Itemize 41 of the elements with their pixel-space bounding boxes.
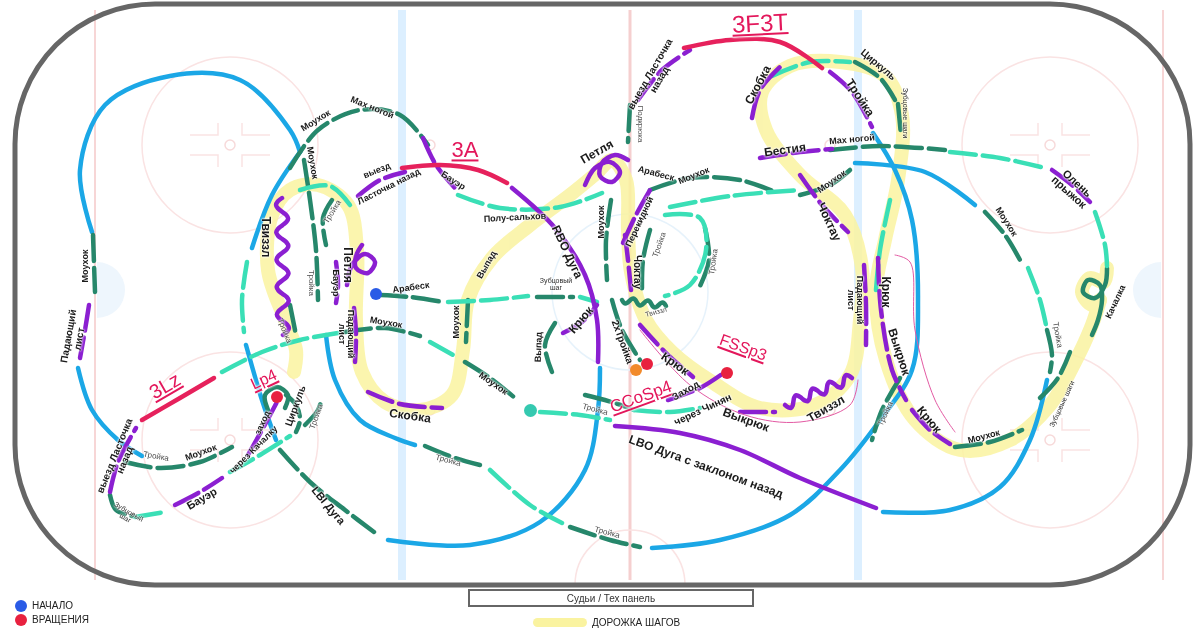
move-label: Бауэр	[330, 269, 340, 297]
turn-label: Тройка	[275, 317, 293, 345]
move-label: Петля	[341, 247, 355, 283]
move-label: Моухок	[452, 305, 462, 339]
move-label: Падающий лист	[336, 308, 356, 360]
move-label: Мах ногой	[349, 95, 395, 121]
move-label: Чоктау	[631, 254, 643, 290]
element-code-label: 3F3T	[731, 8, 789, 38]
legend-label: НАЧАЛО	[32, 599, 73, 612]
move-label: Полу-сальхов	[483, 211, 547, 225]
move-label: Бестия	[763, 140, 807, 160]
turn-label: Тройка	[142, 450, 170, 464]
legend-label: ВРАЩЕНИЯ	[32, 613, 90, 626]
turn-label: Тройка	[434, 453, 462, 469]
move-label: Моухок	[597, 205, 607, 239]
move-label: Твиззл	[259, 216, 273, 258]
element-code-label: 3Lz	[145, 368, 185, 404]
turn-label: Тройка	[708, 248, 720, 276]
panel-label: Судьи / Тех панель	[566, 592, 656, 604]
move-label: Моухок	[304, 146, 320, 180]
judges-panel-box	[468, 589, 754, 607]
move-label: Крюк	[879, 276, 893, 308]
turn-label: Тройка	[306, 270, 316, 296]
move-label: Падающий лист	[845, 274, 865, 326]
legend-label: ДОРОЖКА ШАГОВ	[592, 616, 681, 629]
move-label: Падающий лист	[59, 310, 87, 366]
move-label: Скобка	[388, 406, 432, 426]
move-label: Мах ногой	[828, 133, 876, 147]
turn-label: Тройка	[581, 402, 609, 418]
move-label: Моухок	[81, 249, 91, 283]
move-label: Арабеск	[636, 164, 676, 184]
element-code-label: Lp4	[248, 366, 280, 394]
element-code-label: FSSp3	[717, 331, 769, 365]
element-code-label: 3A	[451, 138, 479, 162]
move-label: Выпад	[533, 331, 545, 363]
move-label: Моухок	[966, 428, 1002, 446]
move-label: выезд	[362, 161, 392, 181]
move-label: Моухок	[369, 315, 403, 331]
turn-label: Тройка	[593, 525, 621, 541]
turn-label: Тройка	[1050, 321, 1064, 349]
move-label: Арабеск	[392, 280, 430, 296]
